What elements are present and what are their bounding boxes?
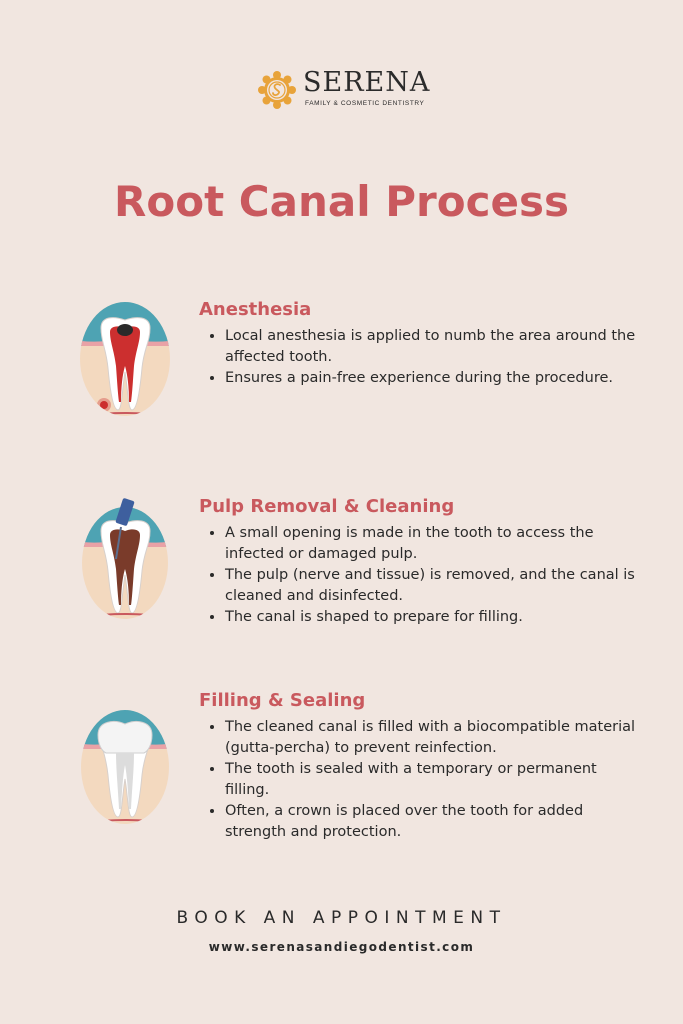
step-bullets: A small opening is made in the tooth to … bbox=[205, 523, 645, 628]
logo-tagline: FAMILY & COSMETIC DENTISTRY bbox=[305, 100, 425, 107]
tooth-filled-icon bbox=[81, 710, 169, 824]
brand-logo: SERENA FAMILY & COSMETIC DENTISTRY bbox=[257, 68, 437, 116]
tooth-decay-icon bbox=[80, 302, 170, 416]
bullet-item: A small opening is made in the tooth to … bbox=[225, 523, 645, 565]
website-link[interactable]: www.serenasandiegodentist.com bbox=[208, 940, 475, 954]
logo-wordmark: SERENA bbox=[303, 67, 431, 98]
step-title: Pulp Removal & Cleaning bbox=[199, 496, 455, 517]
step-bullets: The cleaned canal is filled with a bioco… bbox=[205, 717, 645, 843]
bullet-item: The canal is shaped to prepare for filli… bbox=[225, 607, 645, 628]
logo-emblem-icon bbox=[258, 71, 296, 109]
bullet-item: The pulp (nerve and tissue) is removed, … bbox=[225, 565, 645, 607]
step-bullets: Local anesthesia is applied to numb the … bbox=[205, 326, 645, 389]
step-title: Anesthesia bbox=[199, 299, 312, 320]
page-title: Root Canal Process bbox=[114, 177, 569, 226]
bullet-item: The tooth is sealed with a temporary or … bbox=[225, 759, 645, 801]
step-title: Filling & Sealing bbox=[199, 690, 366, 711]
bullet-item: The cleaned canal is filled with a bioco… bbox=[225, 717, 645, 759]
tooth-drill-icon bbox=[82, 498, 168, 619]
bullet-item: Ensures a pain-free experience during th… bbox=[225, 368, 645, 389]
bullet-item: Local anesthesia is applied to numb the … bbox=[225, 326, 645, 368]
bullet-item: Often, a crown is placed over the tooth … bbox=[225, 801, 645, 843]
book-appointment-cta[interactable]: BOOK AN APPOINTMENT bbox=[176, 908, 507, 928]
